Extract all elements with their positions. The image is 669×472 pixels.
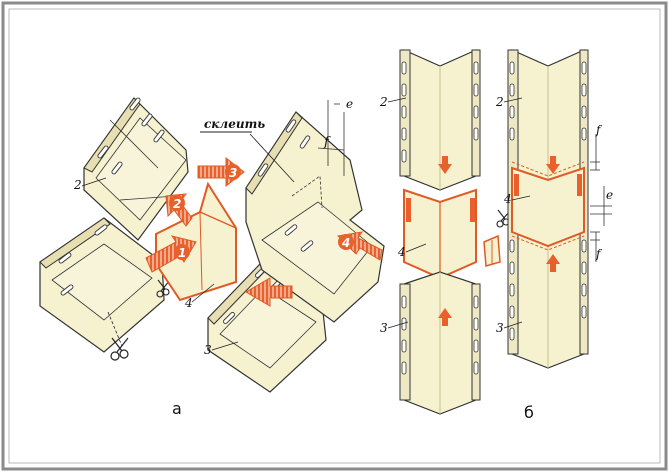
dim-label-e-left: e [346, 97, 353, 111]
scissors-icon [110, 337, 129, 361]
left-label-4: 4 [184, 296, 193, 310]
step-arrow-2: 2 [165, 193, 193, 227]
caption-right: б [524, 403, 534, 422]
dim-label-f-left: f [323, 135, 331, 150]
right-col1-part-2 [399, 49, 481, 191]
right-label-col2-3: 3 [496, 321, 504, 335]
left-label-2: 2 [73, 178, 82, 192]
glue-label: склеить [204, 117, 265, 131]
right-label-col2-4: 4 [503, 192, 512, 206]
step-arrow-3: 3 [197, 156, 245, 188]
step-number-3: 3 [229, 166, 237, 180]
left-label-3: 3 [204, 343, 212, 357]
left-assembled-unit [245, 100, 385, 323]
right-label-col2-2: 2 [495, 95, 504, 109]
right-label-col1-3: 3 [380, 321, 388, 335]
right-label-col1-2: 2 [379, 95, 388, 109]
caption-left: а [172, 399, 182, 418]
right-dim-e: e [606, 188, 613, 202]
insert-arrow-part3 [245, 277, 293, 307]
step-number-2: 2 [173, 197, 181, 211]
step-arrow-1: 1 [145, 235, 197, 273]
right-col1-part-3 [399, 271, 481, 415]
left-lower-strip [39, 217, 171, 361]
left-part-2 [83, 97, 189, 241]
right-dim-f-bottom: f [595, 247, 603, 261]
right-col1-part-4 [403, 188, 512, 280]
right-label-col1-4: 4 [397, 245, 406, 259]
right-dim-f-top: f [595, 123, 603, 137]
right-assembly: 2 4 3 2 4 3 f e f б [379, 49, 613, 422]
step-arrow-4: 4 [336, 231, 383, 261]
step-number-4: 4 [341, 236, 350, 250]
step-number-1: 1 [178, 246, 186, 260]
left-assembly: склеить e f 2 4 3 1 2 3 4 [39, 97, 385, 418]
right-col2-assembly [507, 49, 612, 369]
